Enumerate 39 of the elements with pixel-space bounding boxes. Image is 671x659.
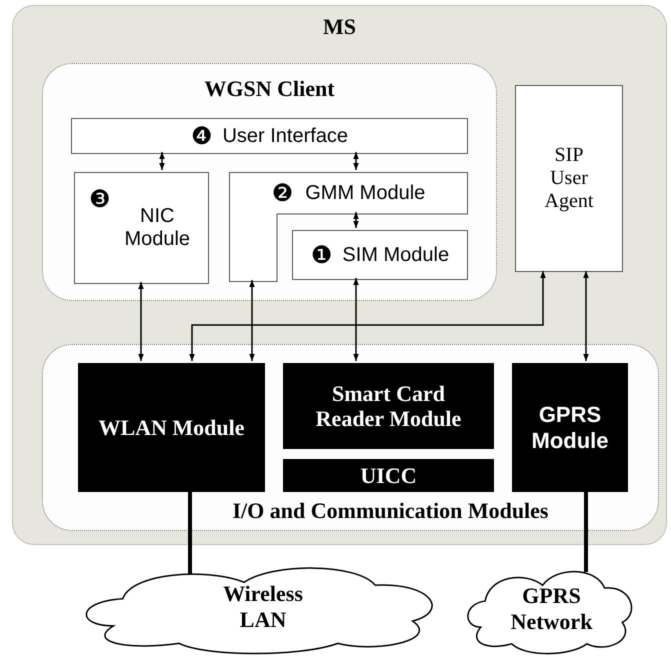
arrow [159, 152, 165, 170]
arrow [583, 271, 589, 361]
box-label: SIP User Agent [544, 144, 594, 213]
callout-number: ❹ [190, 124, 212, 148]
box-label: NIC Module [123, 205, 192, 251]
box-label: GMM Module [305, 182, 426, 204]
arrow [353, 152, 359, 170]
device-container [12, 5, 667, 545]
box-label: GPRS Network [510, 583, 594, 634]
group-title: I/O and Communication Modules [232, 498, 550, 524]
hardware-box [283, 459, 494, 492]
module-box [71, 118, 468, 154]
arrow [353, 278, 359, 361]
arrow [249, 280, 255, 361]
arrow [189, 271, 546, 361]
hardware-box [283, 363, 494, 449]
hardware-box [78, 363, 265, 492]
callout-number: ❶ [310, 243, 332, 267]
box-label: UICC [360, 462, 417, 488]
group-title: WGSN Client [203, 76, 336, 102]
box-label: Wireless LAN [222, 581, 304, 632]
module-group [42, 344, 659, 531]
box-label: GPRS Module [530, 402, 610, 453]
module-box [292, 230, 468, 280]
callout-number: ❸ [89, 187, 111, 211]
box-label: SIM Module [342, 244, 450, 266]
group-title: MS [322, 14, 357, 40]
box-label: User Interface [222, 124, 348, 148]
arrow [353, 212, 359, 228]
link-line [188, 490, 192, 574]
arrow [138, 282, 144, 361]
module-box [515, 85, 623, 272]
link-line [584, 490, 588, 572]
box-label: Smart Card Reader Module [314, 380, 462, 432]
callout-number: ❷ [272, 181, 294, 205]
module-box [74, 172, 209, 284]
client-container [42, 63, 497, 301]
box-label: WLAN Module [98, 414, 245, 440]
hardware-box [512, 363, 628, 492]
